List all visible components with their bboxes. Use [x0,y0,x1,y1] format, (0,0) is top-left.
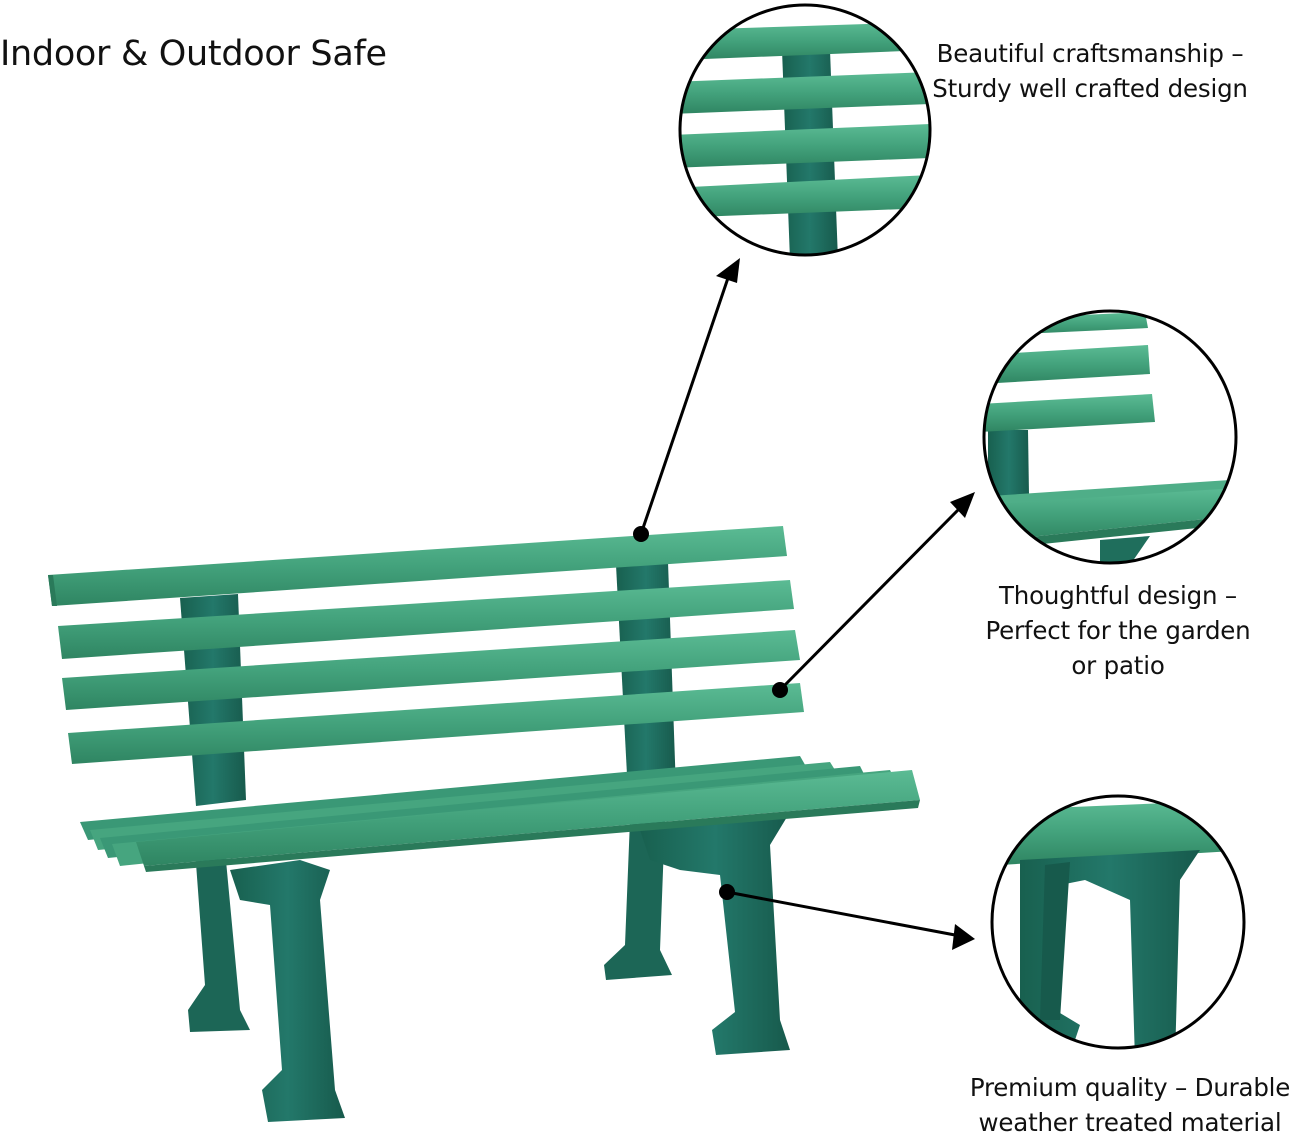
callout-arrow-quality [719,884,975,950]
bench-image [48,526,920,1122]
caption-line: Sturdy well crafted design [932,74,1248,103]
feature-caption-quality: Premium quality – Durable weather treate… [960,1070,1293,1140]
callout-arrow-craftsmanship [633,258,740,542]
feature-caption-design: Thoughtful design – Perfect for the gard… [980,578,1256,683]
caption-line: weather treated material [978,1108,1282,1137]
headline: Indoor & Outdoor Safe [0,34,387,74]
caption-line: Perfect for the garden [985,616,1251,645]
caption-line: Beautiful craftsmanship – [936,39,1244,68]
caption-line: Thoughtful design – [999,581,1237,610]
detail-circle-design [982,309,1238,565]
backrest-slats [48,526,804,764]
seat-slats [80,756,920,872]
detail-circle-quality [990,794,1246,1050]
bench-legs [188,812,790,1122]
caption-line: Premium quality – Durable [969,1073,1291,1102]
caption-line: or patio [1071,651,1165,680]
callout-arrow-design [772,492,975,698]
feature-caption-craftsmanship: Beautiful craftsmanship – Sturdy well cr… [930,36,1250,106]
detail-circle-craftsmanship [678,3,932,257]
